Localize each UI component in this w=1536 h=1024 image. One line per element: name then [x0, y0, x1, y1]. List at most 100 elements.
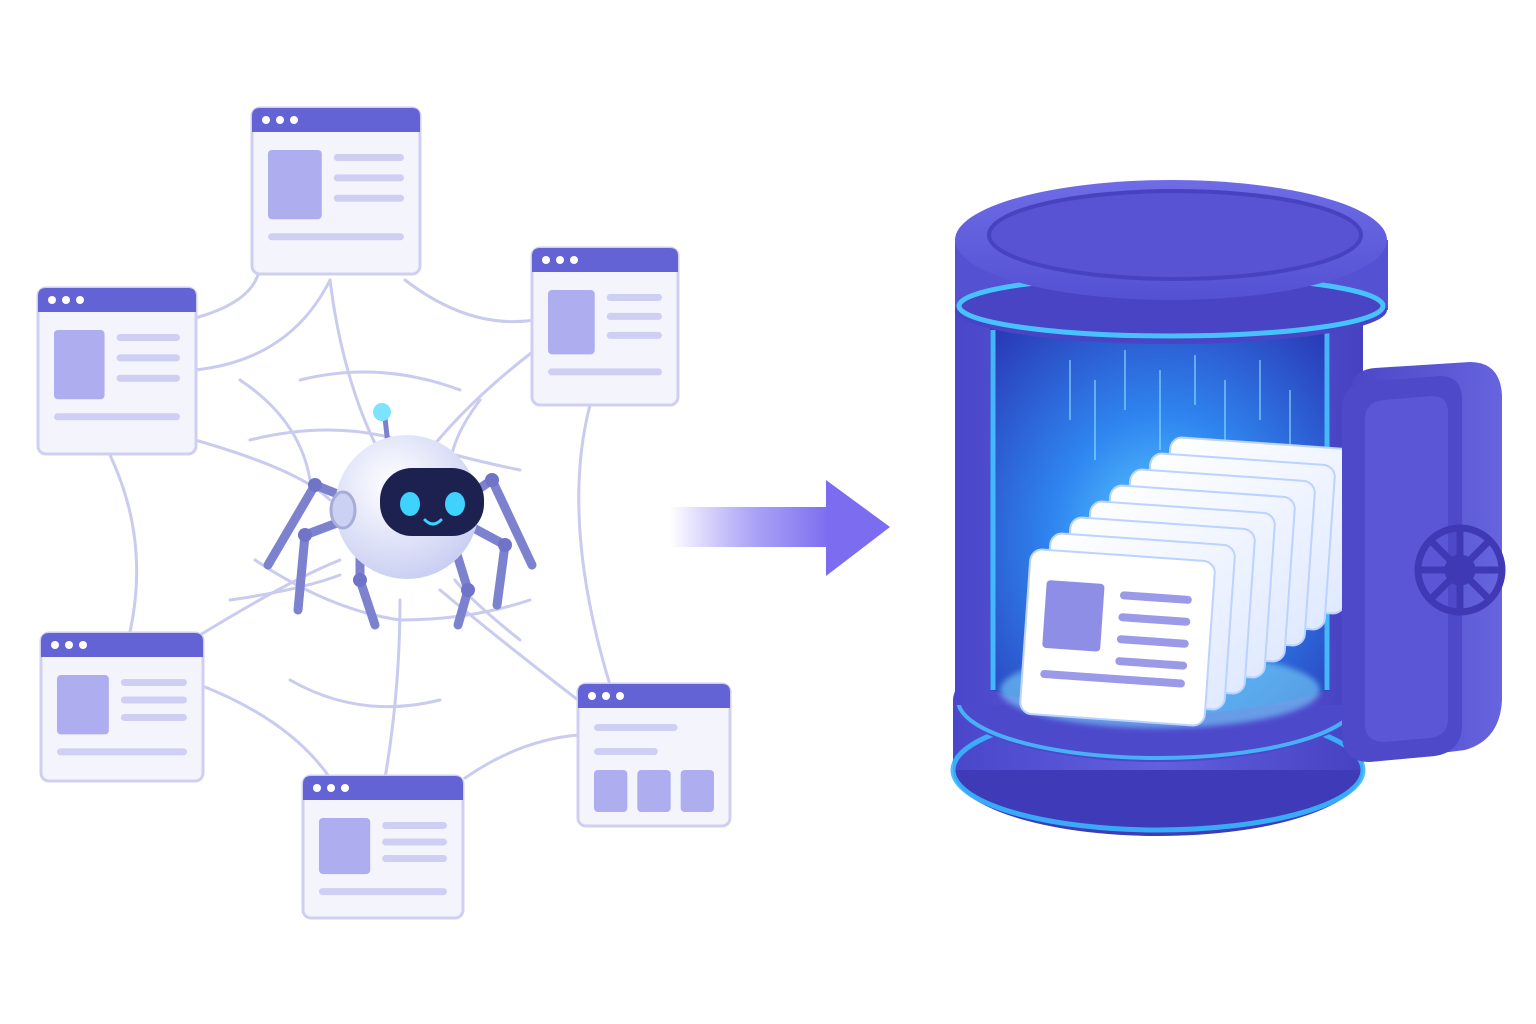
- placeholder-line: [57, 748, 187, 756]
- window-dot-icon: [51, 641, 59, 649]
- web-strand-icon: [198, 558, 342, 637]
- window-dot-icon: [588, 692, 596, 700]
- window-dot-icon: [276, 116, 284, 124]
- placeholder-line: [268, 233, 404, 241]
- browser-title-bar: [578, 684, 730, 708]
- document-card-stack: [1019, 436, 1356, 727]
- placeholder-line: [116, 374, 180, 382]
- web-strand-icon: [288, 678, 442, 709]
- placeholder-tile: [680, 770, 714, 812]
- web-strand-icon: [193, 260, 262, 320]
- web-strand-icon: [438, 588, 580, 702]
- window-dot-icon: [570, 256, 578, 264]
- window-dot-icon: [341, 784, 349, 792]
- placeholder-line: [1118, 613, 1191, 626]
- placeholder-line: [1040, 669, 1185, 688]
- dial-wheel-icon: [1414, 524, 1506, 616]
- placeholder-image: [57, 675, 109, 735]
- window-dot-icon: [65, 641, 73, 649]
- placeholder-line: [606, 312, 662, 320]
- web-strand-icon: [403, 278, 537, 324]
- robot-visor: [380, 468, 484, 536]
- placeholder-line: [116, 354, 180, 362]
- robot-eye-right: [445, 492, 465, 516]
- browser-window-icon: [39, 631, 205, 783]
- browser-title-bar: [38, 288, 196, 312]
- window-dot-icon: [313, 784, 321, 792]
- window-dot-icon: [262, 116, 270, 124]
- vault-cylinder-icon: [950, 180, 1506, 836]
- browser-window-group: [36, 106, 732, 920]
- window-dot-icon: [327, 784, 335, 792]
- web-strand-icon: [193, 438, 332, 502]
- placeholder-line: [333, 154, 404, 161]
- placeholder-line: [594, 748, 658, 755]
- browser-window-icon: [530, 246, 680, 407]
- browser-window-icon: [576, 682, 732, 828]
- browser-title-bar: [532, 248, 678, 272]
- placeholder-image: [1042, 580, 1105, 652]
- window-dot-icon: [290, 116, 298, 124]
- browser-window-icon: [250, 106, 422, 276]
- placeholder-line: [116, 334, 180, 341]
- placeholder-image: [319, 818, 371, 875]
- web-strand-icon: [108, 453, 139, 634]
- browser-title-bar: [303, 776, 463, 800]
- placeholder-line: [1115, 657, 1188, 670]
- placeholder-line: [319, 888, 447, 896]
- vault-lid: [987, 189, 1363, 281]
- placeholder-line: [120, 696, 187, 704]
- web-strand-icon: [453, 578, 522, 642]
- placeholder-line: [548, 368, 662, 376]
- placeholder-line: [606, 331, 662, 339]
- robot-ear: [329, 490, 357, 530]
- placeholder-line: [333, 194, 404, 202]
- placeholder-line: [1119, 591, 1192, 604]
- web-strand-icon: [193, 278, 332, 372]
- placeholder-line: [54, 413, 180, 421]
- placeholder-tile: [594, 770, 628, 812]
- placeholder-line: [606, 294, 662, 301]
- robot-antenna-light: [373, 403, 391, 421]
- web-strand-icon: [463, 733, 580, 780]
- placeholder-line: [594, 724, 678, 731]
- window-dot-icon: [556, 256, 564, 264]
- placeholder-line: [333, 174, 404, 182]
- robot-smile: [423, 518, 443, 526]
- window-dot-icon: [602, 692, 610, 700]
- placeholder-image: [548, 290, 595, 355]
- placeholder-line: [120, 713, 187, 721]
- data-rain: [1069, 350, 1291, 460]
- placeholder-line: [382, 838, 447, 846]
- web-strand-icon: [428, 348, 537, 452]
- vault-door-icon: [1342, 362, 1506, 762]
- robot-eye-left: [400, 492, 420, 516]
- window-dot-icon: [76, 296, 84, 304]
- browser-title-bar: [252, 108, 420, 132]
- placeholder-image: [268, 150, 322, 220]
- window-dot-icon: [62, 296, 70, 304]
- placeholder-line: [1116, 635, 1189, 648]
- window-dot-icon: [542, 256, 550, 264]
- web-strand-icon: [298, 370, 462, 392]
- arrow-right-icon: [670, 480, 890, 576]
- placeholder-line: [382, 855, 447, 862]
- browser-title-bar: [41, 633, 203, 657]
- placeholder-image: [54, 330, 105, 400]
- web-strand-icon: [577, 403, 612, 687]
- web-strand-icon: [198, 683, 332, 780]
- window-dot-icon: [48, 296, 56, 304]
- placeholder-line: [382, 822, 447, 829]
- web-strand-icon: [228, 573, 342, 602]
- placeholder-tile: [637, 770, 671, 812]
- browser-window-icon: [301, 774, 465, 920]
- window-dot-icon: [616, 692, 624, 700]
- web-strand-icon: [238, 378, 312, 482]
- window-dot-icon: [79, 641, 87, 649]
- spider-robot-icon: [263, 403, 537, 630]
- robot-leg-joints: [298, 473, 512, 597]
- web-strand-icon: [383, 598, 402, 780]
- document-card-icon: [1019, 548, 1216, 727]
